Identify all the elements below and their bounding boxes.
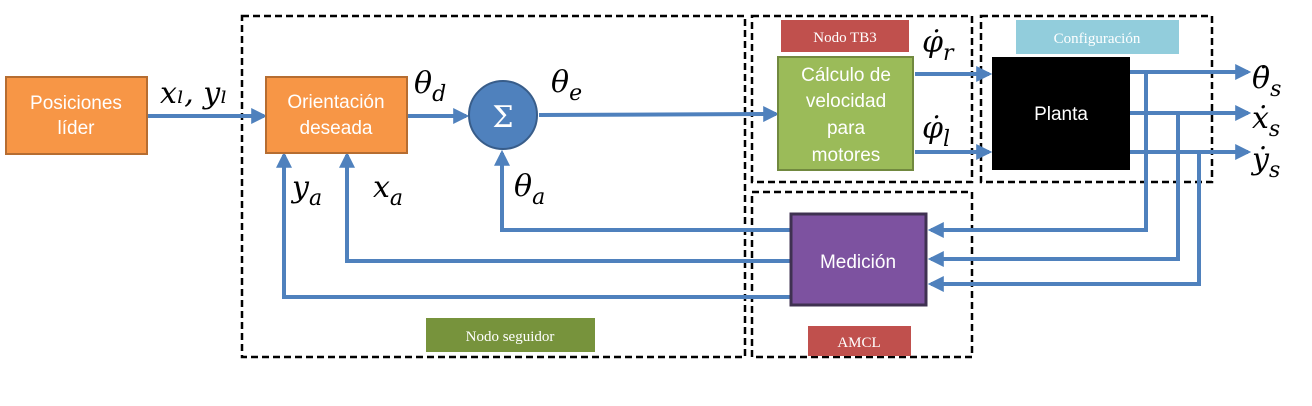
wire-sum-to-velocity <box>538 106 780 123</box>
desired-orientation-line1: Orientación <box>287 92 384 113</box>
signal-phi-r: φ̇r <box>922 25 955 66</box>
signal-y-a: ya <box>290 170 322 211</box>
follower-node-region <box>240 14 747 359</box>
configuration-label: Configuración <box>1054 31 1141 47</box>
signal-leader-pos: xₗ, yₗ <box>160 76 228 111</box>
wire-x-s-feedback <box>927 113 1180 267</box>
desired-orientation-line2: deseada <box>300 118 373 139</box>
signal-theta-a: θa <box>514 169 545 210</box>
amcl-region <box>750 190 974 359</box>
follower-node-label: Nodo seguidor <box>466 329 555 345</box>
signal-theta-e: θe <box>551 65 582 106</box>
follower-node-tag <box>426 318 595 352</box>
plant-block: Planta <box>992 57 1130 170</box>
desired-orientation-block: Orientación deseada <box>265 76 408 154</box>
wire-theta-s-feedback <box>927 72 1148 238</box>
velocity-line2: velocidad <box>806 91 886 112</box>
measurement-block: Medición <box>789 212 928 307</box>
tb3-node-label: Nodo TB3 <box>813 30 876 46</box>
plant-label: Planta <box>1034 104 1088 125</box>
sum-symbol: Σ <box>492 100 513 135</box>
tb3-node-tag <box>781 20 909 52</box>
signal-x-s: ẋs <box>1252 101 1280 142</box>
velocity-line3: para <box>827 118 865 139</box>
summing-junction: Σ <box>468 80 538 150</box>
amcl-tag <box>808 326 911 356</box>
amcl-label: AMCL <box>837 335 880 351</box>
signal-theta-d: θd <box>414 66 446 107</box>
leader-position-line2: líder <box>58 118 96 139</box>
velocity-calculation-block: Cálculo de velocidad para motores <box>777 56 914 171</box>
wire-x-a-feedback <box>339 151 791 263</box>
configuration-region <box>979 14 1214 184</box>
wire-y-a-feedback <box>276 151 791 299</box>
wire-theta-a-feedback <box>494 149 791 232</box>
leader-position-block: Posiciones líder <box>5 76 148 155</box>
signal-y-s: ẏs <box>1250 142 1280 183</box>
velocity-line1: Cálculo de <box>801 65 891 86</box>
wire-y-s-feedback <box>927 152 1201 292</box>
leader-position-line1: Posiciones <box>30 93 122 114</box>
signal-phi-l: φ̇l <box>922 111 950 152</box>
measurement-label: Medición <box>820 252 896 273</box>
tb3-node-region <box>750 14 974 184</box>
signal-x-a: xa <box>373 170 403 211</box>
signal-theta-s: θ̇s <box>1252 61 1281 102</box>
velocity-line4: motores <box>812 145 881 166</box>
configuration-tag <box>1016 20 1179 54</box>
